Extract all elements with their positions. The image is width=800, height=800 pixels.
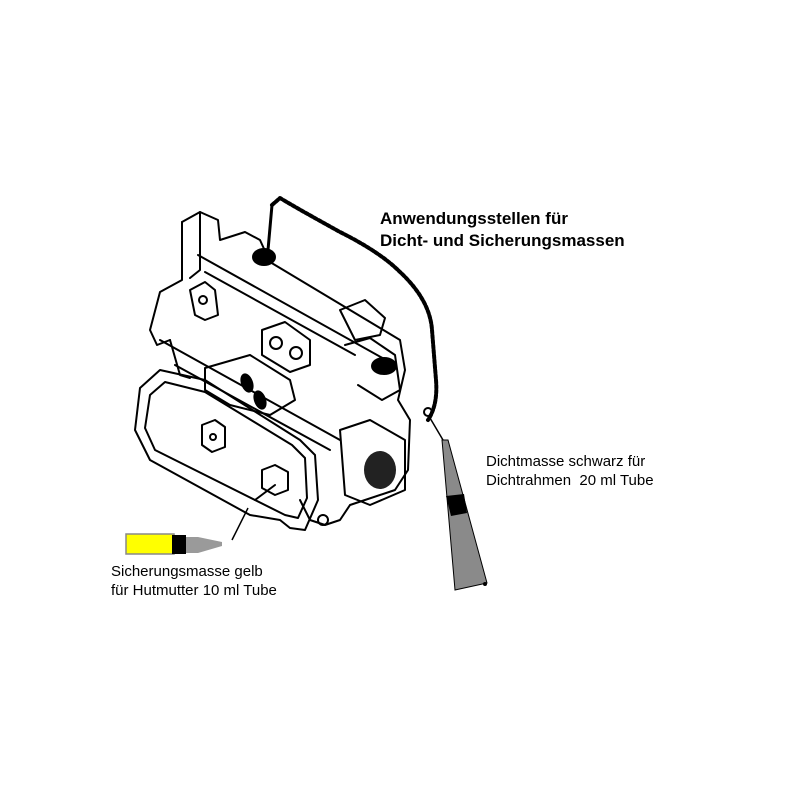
title-line-2: Dicht- und Sicherungsmassen bbox=[380, 231, 625, 250]
top-plug-black bbox=[252, 248, 276, 266]
gasket-frame-rear bbox=[270, 196, 439, 422]
diagram-title: Anwendungsstellen für Dicht- und Sicheru… bbox=[380, 208, 625, 252]
black-sealant-label: Dichtmasse schwarz für Dichtrahmen 20 ml… bbox=[486, 452, 654, 490]
yellow-locking-label: Sicherungsmasse gelb für Hutmutter 10 ml… bbox=[111, 562, 277, 600]
black-sealant-label-line-1: Dichtmasse schwarz für bbox=[486, 453, 646, 470]
sealing-points bbox=[240, 248, 397, 489]
black-sealant-label-line-2: Dichtrahmen 20 ml Tube bbox=[486, 472, 654, 489]
leader-yellow bbox=[231, 507, 249, 541]
title-line-1: Anwendungsstellen für bbox=[380, 209, 568, 228]
yellow-locking-tube-icon bbox=[125, 533, 222, 555]
yellow-locking-label-line-2: für Hutmutter 10 ml Tube bbox=[111, 582, 277, 599]
black-sealant-tube-icon bbox=[441, 439, 488, 591]
leader-black bbox=[429, 417, 444, 441]
yellow-locking-label-line-1: Sicherungsmasse gelb bbox=[111, 563, 263, 580]
